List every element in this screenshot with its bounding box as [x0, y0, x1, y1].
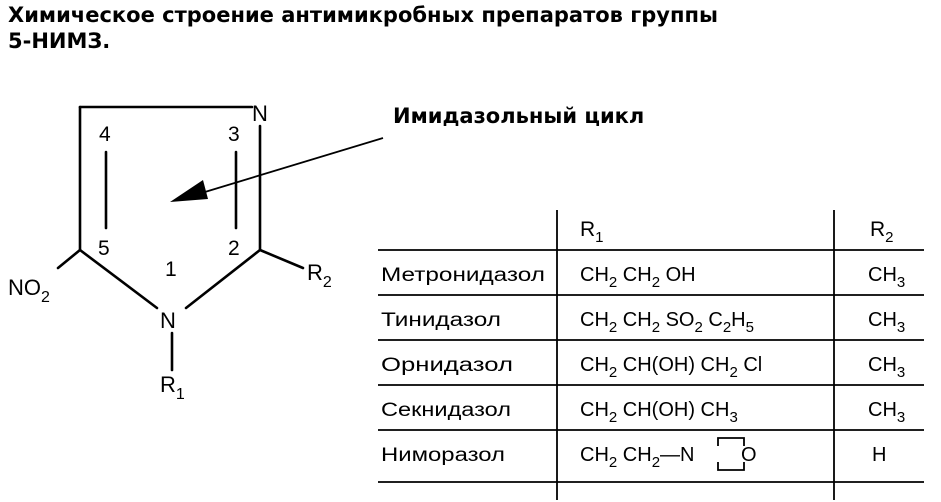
substituent-table — [378, 210, 924, 500]
position-3-label: 3 — [228, 123, 240, 146]
r2-value-4: H — [872, 444, 886, 466]
no2-label: NO2 — [8, 275, 50, 306]
position-4-label: 4 — [99, 123, 111, 146]
bond-c2-r2 — [258, 248, 305, 270]
nitrogen-3-label: N — [252, 101, 268, 126]
r1-formula-1: CH2 CH2 SO2 C2H5 — [580, 309, 754, 336]
r1-formula-2: CH2 CH(OH) CH2 Cl — [580, 354, 762, 381]
r1-formula-4: CH2 CH2—N — [580, 444, 694, 471]
r2-label: R2 — [307, 260, 332, 291]
morpholine-ring-icon — [717, 437, 745, 471]
drug-name-0: Метронидазол — [381, 265, 545, 286]
r1-formula-3: CH2 CH(OH) CH3 — [580, 399, 738, 426]
title-line-2: 5-НИМЗ. — [8, 29, 111, 53]
table-text: R1 R2 Метронидазол Тинидазол Орнидазол С… — [381, 218, 905, 471]
position-2-label: 2 — [228, 237, 240, 260]
nitrogen-1-label: N — [160, 308, 176, 333]
morpholine-oxygen: O — [741, 444, 757, 466]
arrow-head-icon — [170, 180, 208, 202]
bond-c5-n1 — [78, 248, 159, 310]
ring-labels: N 4 3 5 2 1 N NO2 R2 R1 — [8, 101, 332, 403]
table-header-r1: R1 — [580, 218, 604, 246]
annotation-arrow — [170, 137, 384, 202]
position-5-label: 5 — [98, 237, 110, 260]
drug-name-2: Орнидазол — [381, 355, 513, 376]
drug-name-1: Тинидазол — [381, 310, 501, 331]
r1-formula-0: CH2 CH2 OH — [580, 264, 696, 291]
r2-value-3: CH3 — [868, 399, 905, 426]
annotation-label: Имидазольный цикл — [393, 104, 644, 128]
bond-c5-no2 — [56, 248, 82, 270]
r2-value-2: CH3 — [868, 354, 905, 381]
page-title: Химическое строение антимикробных препар… — [8, 2, 933, 54]
position-1-label: 1 — [165, 258, 177, 281]
r2-value-0: CH3 — [868, 264, 905, 291]
table-header-r2: R2 — [870, 218, 894, 246]
r1-label: R1 — [160, 372, 185, 403]
imidazole-ring — [56, 105, 305, 372]
title-line-1: Химическое строение антимикробных препар… — [8, 3, 718, 27]
drug-name-4: Ниморазол — [381, 445, 505, 466]
drug-name-3: Секнидазол — [381, 400, 511, 421]
r2-value-1: CH3 — [868, 309, 905, 336]
bond-c2-n1 — [184, 248, 262, 310]
